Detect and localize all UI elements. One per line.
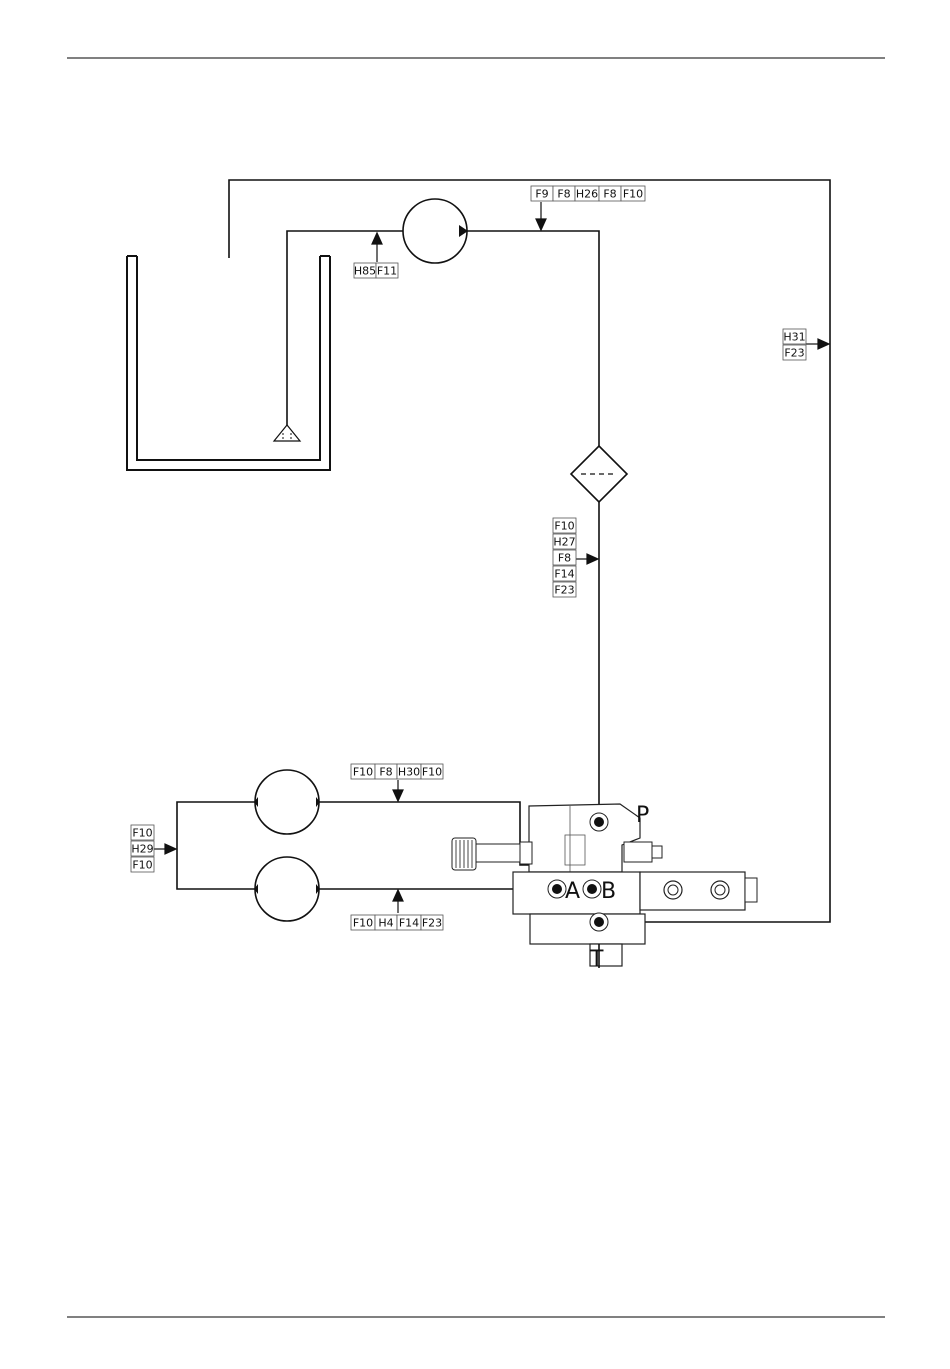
test-point-tag-label: F8	[379, 766, 392, 779]
test-point-tag-label: F10	[132, 827, 152, 840]
test-point-tag-label: F10	[132, 859, 152, 872]
test-point-tag: F14	[397, 915, 421, 930]
test-point-tag: H30	[397, 764, 421, 779]
test-point-tag: F23	[783, 345, 806, 360]
pump	[403, 199, 468, 263]
test-point-tag-label: H30	[398, 766, 420, 779]
test-point-tag-label: F9	[535, 188, 548, 201]
test-point-tag-label: F10	[353, 766, 373, 779]
test-point-tag-label: F23	[784, 347, 804, 360]
test-point-tag: F9	[531, 186, 553, 201]
port-label-a: A	[565, 879, 580, 904]
port-label-b: B	[601, 879, 616, 904]
port-label-p: P	[636, 803, 649, 828]
test-point-tag-label: H85	[354, 265, 376, 278]
test-point-tag-label: F23	[554, 584, 574, 597]
test-point-tag-label: F23	[422, 917, 442, 930]
test-point-tag: F8	[375, 764, 397, 779]
test-point-tag: F8	[553, 550, 576, 565]
test-point-tag-label: F8	[557, 188, 570, 201]
test-point-tag-label: H4	[378, 917, 393, 930]
actuator-upper	[254, 770, 320, 834]
test-point-tag: F10	[131, 857, 154, 872]
test-point-tag: H26	[575, 186, 599, 201]
test-point-tag-label: F10	[554, 520, 574, 533]
test-point-tag: F8	[599, 186, 621, 201]
test-point-tag: F10	[351, 915, 375, 930]
test-point-tag: F10	[131, 825, 154, 840]
test-point-tag: H27	[553, 534, 576, 549]
test-point-tag: F23	[553, 582, 576, 597]
test-point-tag-label: F8	[603, 188, 616, 201]
test-point-tag-label: F8	[558, 552, 571, 565]
test-point-tag: H29	[131, 841, 154, 856]
strainer-icon	[274, 425, 300, 441]
test-point-tag: H4	[375, 915, 397, 930]
test-point-tag: H31	[783, 329, 806, 344]
test-point-tag-label: F11	[377, 265, 397, 278]
test-point-tag: F14	[553, 566, 576, 581]
test-point-tag-label: F14	[399, 917, 419, 930]
test-point-tag-label: H26	[576, 188, 598, 201]
test-point-tag-label: H29	[131, 843, 153, 856]
test-point-tag-label: H27	[553, 536, 575, 549]
filter	[571, 446, 627, 502]
test-point-tag: F10	[621, 186, 645, 201]
test-point-tag-label: F10	[422, 766, 442, 779]
actuator-lower	[254, 857, 320, 921]
test-point-tag: F10	[553, 518, 576, 533]
test-point-tag-label: F10	[353, 917, 373, 930]
test-point-tag-label: H31	[783, 331, 805, 344]
test-point-tag: F23	[421, 915, 443, 930]
test-point-tag-label: F14	[554, 568, 574, 581]
line-left-loop	[177, 802, 257, 889]
test-point-tag: F10	[351, 764, 375, 779]
test-point-tag-label: F10	[623, 188, 643, 201]
test-point-tag: F8	[553, 186, 575, 201]
suction-line	[287, 231, 404, 425]
port-label-t: T	[589, 947, 604, 972]
pressure-line	[467, 231, 599, 446]
tank	[127, 256, 330, 470]
test-point-tag: H85	[354, 263, 376, 278]
test-point-tag: F10	[421, 764, 443, 779]
test-point-tag: F11	[376, 263, 398, 278]
